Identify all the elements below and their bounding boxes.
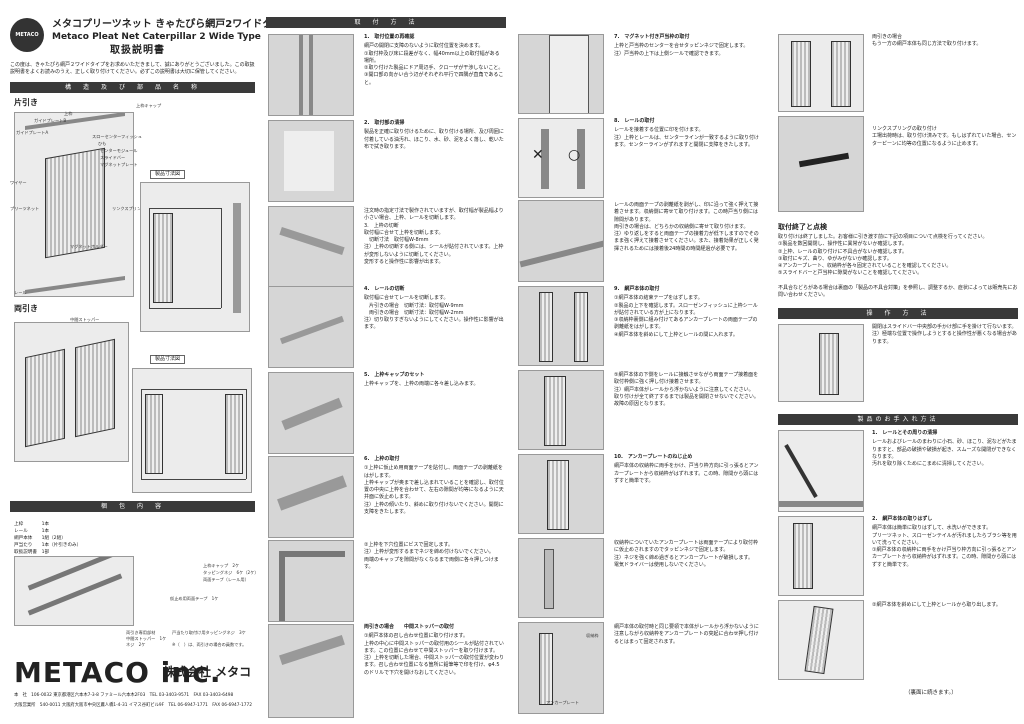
fig-4-cut-rail [268, 286, 354, 368]
title-jp: メタコプリーツネット きゃたぴら網戸2ワイドタイプ [52, 19, 293, 30]
step-1: 1. 取付位置の再確認網戸の開閉に支障のないように取付位置を決めます。 ①取付枠… [364, 34, 504, 86]
dim-double-caption: 製品寸法図 [150, 355, 186, 364]
address-hq: 本 社 106-0032 東京都港区六本木7-3-8 ファミール六本木2F03 … [14, 693, 234, 698]
dim-single-caption: 製品寸法図 [150, 170, 186, 179]
fig-6b-screw [268, 540, 354, 622]
fig-10-anchor [518, 454, 604, 534]
packing-parts-drawing [14, 556, 134, 626]
fig-remove-2 [778, 600, 864, 680]
fig-9-body [518, 286, 604, 366]
fig-7-door-stop [518, 34, 604, 114]
fig-rail-clean [778, 430, 864, 512]
metaco-logo: METACO [10, 18, 44, 52]
pack-item-temp-tape: 仮止め用両面テープ 1ケ [170, 596, 219, 601]
double-stopper: 中間ストッパー 1ケ [126, 636, 167, 641]
continued-note: （裏面に続きます。） [905, 690, 957, 696]
label-guide-a: ガイドプレートA [16, 130, 49, 135]
label-single: 片引き [14, 98, 38, 107]
double-door-diagram [14, 322, 129, 462]
fig-10c-fix [518, 622, 604, 714]
fig-6-top-frame [268, 456, 354, 538]
fig-8-rail-mark [518, 118, 604, 198]
step-rail-clean: 1. レールとその周りの清掃レールおよびレールのまわりに小石、砂、ほこり、泥など… [872, 430, 1017, 467]
fig-3-cut-frame [268, 206, 354, 288]
step-7: 7. マグネット付き戸当枠の取付上枠と戸当枠のセンターを合せタッピンネジで固定し… [614, 34, 749, 57]
pack-item-cap: 上枠キャップ 2ケ [203, 563, 240, 568]
label-frame: 収納枠 [586, 633, 599, 638]
label-slide-bar: スライドバー [100, 155, 126, 160]
step-9b: ⑤網戸本体の下側をレールに接触させながら両面テープ接着面を取付枠側に強く押し付け… [614, 372, 759, 407]
section-packing: 梱 包 内 容 [10, 501, 255, 512]
step-remove-2: ②網戸本体を斜めにして上枠とレールから取り出します。 [872, 602, 1001, 608]
label-center-fish: スローセンターフィッシュ [92, 134, 142, 139]
label-string: ひも [98, 141, 107, 146]
step-4: 4. レールの切断取付幅に合せてレールを切断します。 片引きの場合 切断寸法：取… [364, 286, 504, 331]
step-8b: レールの両面テープの剥離紙を剥がし、印に沿って強く押えて接着させます。収納側に寄… [614, 202, 759, 252]
fig-10b-screw [518, 538, 604, 618]
double-screw: ネジ 2ケ [126, 642, 146, 647]
packing-list: 上枠 1本 レール 1本 網戸本体 1組（2組） 戸当たり 1本（片引きのみ） … [14, 522, 82, 555]
fig-9b-body-press [518, 370, 604, 450]
step-5: 5. 上枠キャップのセット上枠キャップを、上枠の両端に各々差し込みます。 [364, 372, 479, 388]
step-10c: 網戸本体の取付時と同じ要領で本体がレールから浮かないように注意しながら収納枠をア… [614, 624, 759, 645]
label-pleat-net: プリーツネット [10, 206, 40, 211]
step-8: 8. レールの取付レールを接着する位置に印を付けます。 注）上枠とレールは、セン… [614, 118, 760, 148]
company-name-jp: 株式会社 メタコ [163, 665, 252, 679]
step-6b: ②上枠を下穴位置にビスで固定します。 注）上枠が変形するまでネジを締め付けないで… [364, 542, 499, 570]
section-operation: 操 作 方 法 [778, 308, 1018, 319]
fig-middle-stopper [268, 624, 354, 718]
fig-double-install [778, 34, 864, 112]
section-care: 製品のお手入れ方法 [778, 414, 1018, 425]
label-double: 両引き [14, 304, 38, 313]
address-osaka: 大阪営業所 540-0011 大阪府大阪市中央区農人橋1-4-31 イマス谷町ビ… [14, 703, 252, 708]
section-install: 取 付 方 法 [266, 17, 506, 28]
label-rail: レール [14, 290, 27, 295]
label-guide-b: ガイドプレートB [34, 118, 67, 123]
pack-item-screw: タッピングネジ 6ケ（2ケ） [203, 570, 259, 575]
step-3: 注文時の指定寸法で製作されていますが、取付幅が製品幅より小さい場合、上枠、レール… [364, 208, 504, 265]
label-top-frame: 上枠 [64, 111, 73, 116]
step-2: 2. 取付部の清掃製品を正確に取り付けるために、取り付ける場所、及び周囲に付着し… [364, 120, 504, 150]
title-en: Metaco Pleat Net Caterpillar 2 Wide Type [52, 32, 261, 42]
fig-link-spring [778, 116, 864, 212]
label-top-cap: 上枠キャップ [136, 103, 162, 108]
company-logo: METACO inc. [14, 656, 222, 689]
fig-1-position [268, 34, 354, 116]
fig-8b-rail-tape [518, 200, 604, 282]
section-structure: 構 造 及 び 部 品 名 称 [10, 82, 255, 93]
double-special: 両引き専用部材 [126, 630, 156, 635]
intro-text: この度は、きゃたぴら網戸２ワイドタイプをお求めいただきまして、誠にありがとうござ… [10, 62, 255, 75]
fig-operation [778, 324, 864, 402]
pack-star-note: ※（ ）は、両引きの場合の員数です。 [172, 642, 247, 647]
label-anchor: アンカープレート [546, 700, 580, 705]
step-remove: 2. 網戸本体の取りはずし網戸本体は簡単に取りはずして、水洗いができます。 プリ… [872, 516, 1017, 568]
wrong-mark-icon: ✕ [532, 147, 544, 163]
step-double-install: 両引きの場合 もう一方の網戸本体も同じ方法で取り付けます。 [872, 34, 982, 48]
single-door-diagram [14, 112, 134, 297]
label-magnet-plate: マグネットプレート [100, 162, 138, 167]
pack-bottom-note: 戸当たり取付け用タッピングネジ 3ケ [172, 630, 246, 635]
label-magnet-holder: マグネットホルダー [70, 244, 108, 249]
label-center-module: センターモジュール [100, 148, 138, 153]
double-dimension-drawing [132, 368, 252, 493]
fig-remove [778, 516, 864, 596]
fig-5-cap [268, 372, 354, 454]
pack-item-tape: 両面テープ（レール用） [203, 577, 249, 582]
step-10: 10. アンカープレートのねじ止め網戸本体の収納枠に両手をかけ、戸当り枠方向に引… [614, 454, 759, 484]
single-dimension-drawing [140, 182, 250, 332]
fig-2-cleaning [268, 120, 354, 202]
label-wire: ワイヤー [10, 180, 27, 185]
correct-mark-icon: ○ [568, 147, 581, 163]
label-middle-stopper: 中間ストッパー [70, 317, 100, 322]
manual-title: 取扱説明書 [110, 45, 165, 56]
step-finish-inspection: 取付終了と点検取り付けは終了しました。お客様に引き渡す前に下記の項目について点検… [778, 223, 1018, 299]
step-operation: 開閉はスライドバー中央部の手かけ部に手を掛けて行ないます。 注）極端な位置で操作… [872, 324, 1017, 345]
step-link-spring: リンクスプリングの取り付け 工場出荷時は、取り付け済みです。もしはずれていた場合… [872, 126, 1017, 147]
label-link-spring: リンクスプリング [112, 206, 146, 211]
step-10b: 収納枠についていたアンカープレートは両面テープにより取付枠に仮止めされますのでタ… [614, 540, 758, 568]
